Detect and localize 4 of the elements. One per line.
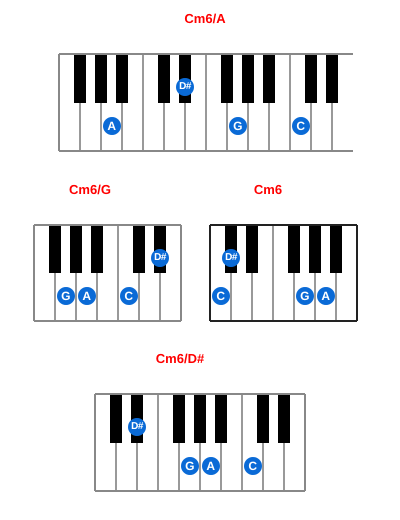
- chord-title: Cm6/D#: [156, 351, 204, 367]
- chord-title: Cm6/A: [184, 11, 226, 27]
- chord-title: Cm6/G: [69, 182, 111, 198]
- chord-title: Cm6: [254, 182, 282, 198]
